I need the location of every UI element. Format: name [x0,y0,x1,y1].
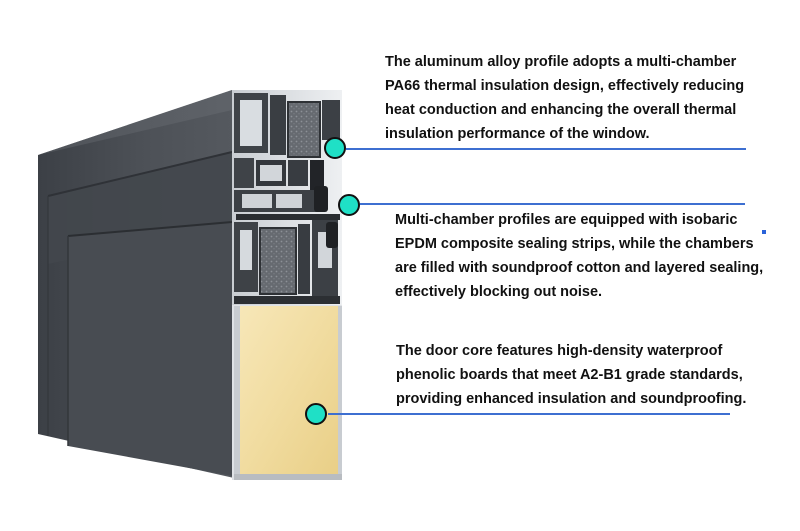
callout-line: effectively blocking out noise. [395,284,603,300]
phenolic-core-board [240,306,338,474]
callout-line: are filled with soundproof cotton and la… [395,260,764,276]
epdm-seal-lower [326,222,338,248]
callout-marker-1 [324,137,346,159]
leader-line-2 [360,203,745,205]
callout-text-door-core: The door core features high-density wate… [396,339,746,411]
profile-inner-panel [68,222,233,476]
callout-text-sealing-strips: Multi-chamber profiles are equipped with… [395,208,763,304]
callout-line: The door core features high-density wate… [396,343,723,359]
epdm-seal-upper [310,160,324,190]
callout-line: The aluminum alloy profile adopts a mult… [385,54,737,70]
callout-line: providing enhanced insulation and soundp… [396,391,747,407]
callout-line: heat conduction and enhancing the overal… [385,102,737,118]
callout-marker-3 [305,403,327,425]
epdm-seal-middle [314,186,328,212]
callout-marker-2 [338,194,360,216]
leader-line-1 [346,148,746,150]
insulation-foam-upper [288,102,320,157]
callout-line: phenolic boards that meet A2-B1 grade st… [396,367,743,383]
callout-line: insulation performance of the window. [385,126,650,142]
small-blue-mark [762,230,766,234]
callout-text-thermal-insulation: The aluminum alloy profile adopts a mult… [385,50,744,146]
callout-line: Multi-chamber profiles are equipped with… [395,212,738,228]
insulation-foam-lower [260,228,296,294]
callout-line: EPDM composite sealing strips, while the… [395,236,754,252]
callout-line: PA66 thermal insulation design, effectiv… [385,78,745,94]
leader-line-3 [328,413,730,415]
